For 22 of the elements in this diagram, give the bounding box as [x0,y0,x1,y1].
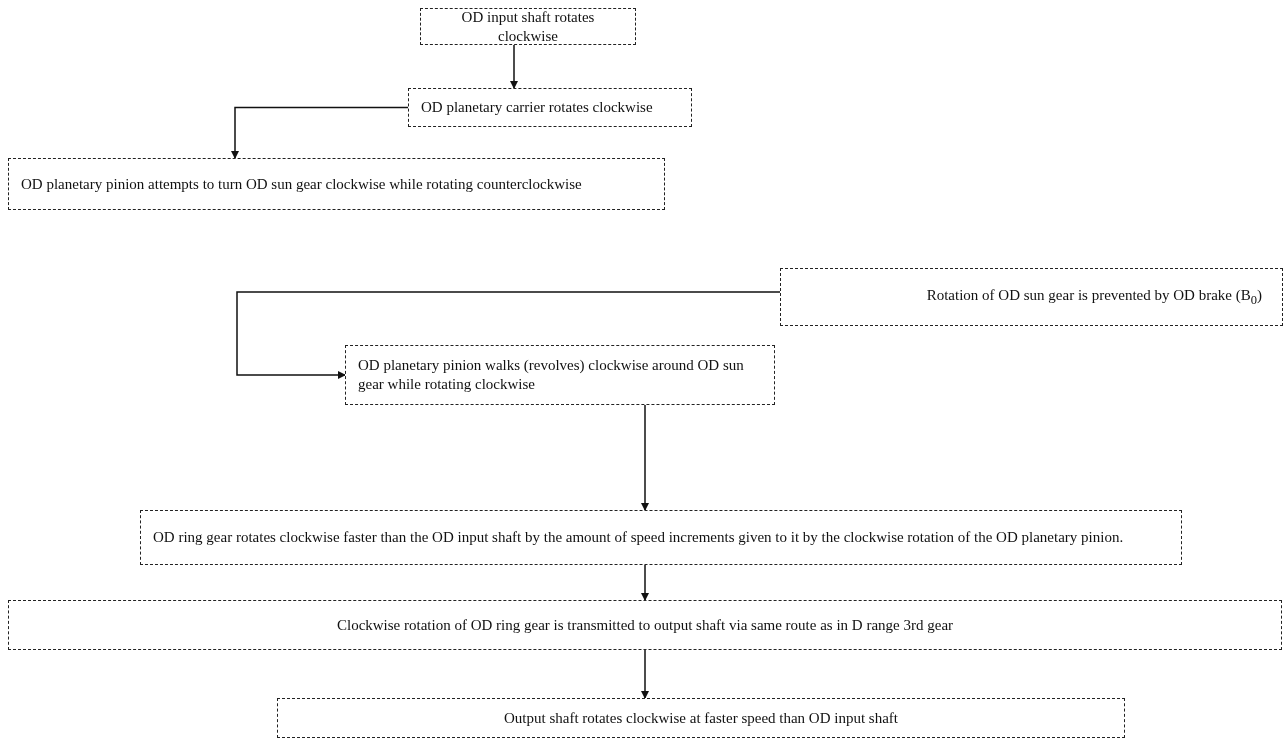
step-text: OD planetary pinion walks (revolves) clockwise around OD sun gear while rotating clockwise [358,356,745,394]
arrow [236,291,781,379]
process-box [408,88,692,127]
process-box [277,698,1125,738]
step-text: OD ring gear rotates clockwise faster than the OD input shaft by the amount of speed increments given to it by the clockwise rotation of the OD planetary pinion. [153,528,1124,547]
process-box [420,8,636,45]
step-text: OD input shaft rotates clockwise [460,7,596,46]
process-box [8,158,665,210]
process-box [780,268,1283,326]
arrow [231,106,409,159]
step-text: Output shaft rotates clockwise at faster speed than OD input shaft [503,708,899,728]
step-text: OD planetary carrier rotates clockwise [421,98,653,117]
step-text: Rotation of OD sun gear is prevented by OD brake (B$_{0}$) [926,285,1262,309]
process-box [345,345,775,405]
arrow [641,649,649,699]
process-box [140,510,1182,565]
process-box [8,600,1282,650]
arrow [641,564,649,601]
arrow [641,404,649,511]
step-text: OD planetary pinion attempts to turn OD sun gear clockwise while rotating counterclockwise [21,174,582,194]
step-text: Clockwise rotation of OD ring gear is transmitted to output shaft via same route as in D range 3rd gear [336,615,954,635]
arrow [510,44,518,89]
